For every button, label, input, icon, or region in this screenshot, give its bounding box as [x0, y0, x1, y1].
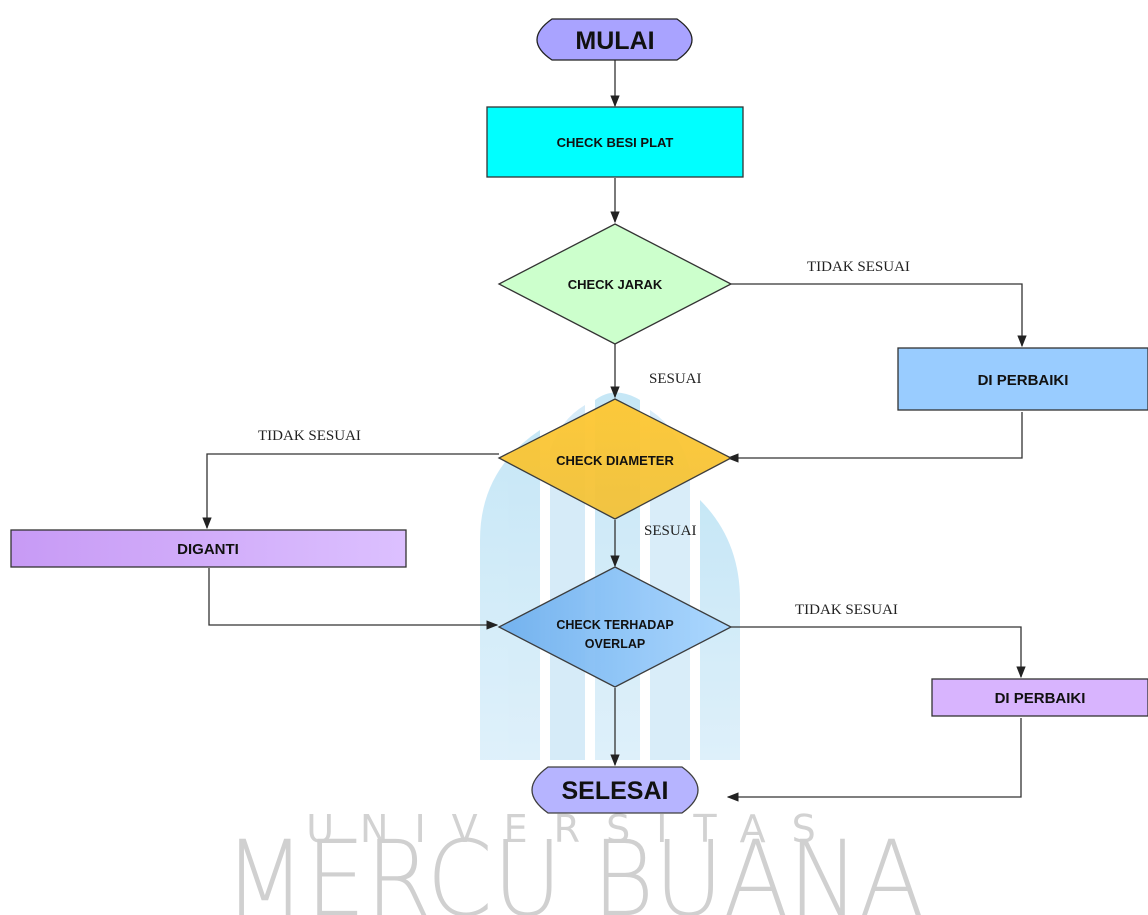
node-diameter-label: CHECK DIAMETER	[556, 453, 674, 468]
node-check-besi-plat: CHECK BESI PLAT	[486, 106, 744, 178]
edge-overlap-to-perbaiki-2	[731, 626, 1026, 679]
node-check-jarak: CHECK JARAK	[497, 223, 733, 345]
edge-diameter-to-diganti	[202, 453, 499, 530]
edge-label-overlap-tidak-sesuai: TIDAK SESUAI	[795, 602, 898, 618]
node-perbaiki-2-label: DI PERBAIKI	[995, 690, 1086, 707]
edge-label-jarak-sesuai: SESUAI	[649, 371, 702, 387]
decision-overlap-shape	[497, 566, 733, 688]
process-perbaiki-1-shape	[897, 347, 1148, 411]
watermark-mercu-buana: MERCU BUANA	[224, 818, 924, 915]
node-check-diameter: CHECK DIAMETER	[497, 398, 733, 520]
node-jarak-label: CHECK JARAK	[568, 277, 663, 292]
edge-diganti-to-overlap	[208, 568, 499, 630]
node-end: SELESAI	[531, 766, 699, 814]
terminator-start-shape	[536, 18, 693, 61]
node-end-label: SELESAI	[562, 777, 669, 805]
edge-perbaiki-2-to-end	[726, 718, 1022, 802]
node-check-overlap: CHECK TERHADAP OVERLAP	[497, 566, 733, 688]
node-diganti: DIGANTI	[10, 529, 407, 568]
decision-jarak-shape	[497, 223, 733, 345]
watermark: UNIVERSITAS MERCU BUANA	[224, 392, 924, 915]
process-diganti-shape	[10, 529, 407, 568]
node-perbaiki-2: DI PERBAIKI	[931, 678, 1148, 717]
edge-labels: TIDAK SESUAI SESUAI TIDAK SESUAI SESUAI …	[258, 259, 910, 618]
node-besi-plat-label: CHECK BESI PLAT	[557, 135, 674, 150]
process-besi-plat-shape	[486, 106, 744, 178]
terminator-end-shape	[531, 766, 699, 814]
node-overlap-label-line1: CHECK TERHADAP	[556, 618, 673, 632]
node-perbaiki-1: DI PERBAIKI	[897, 347, 1148, 411]
node-overlap-label-line2: OVERLAP	[585, 637, 645, 651]
edge-label-diameter-sesuai: SESUAI	[644, 523, 697, 539]
node-perbaiki-1-label: DI PERBAIKI	[978, 372, 1069, 389]
edge-jarak-to-perbaiki-1	[731, 283, 1027, 348]
node-start: MULAI	[536, 18, 693, 61]
connectors	[202, 60, 1027, 802]
process-perbaiki-2-shape	[931, 678, 1148, 717]
edge-perbaiki-1-to-diameter	[726, 412, 1023, 463]
decision-diameter-shape	[497, 398, 733, 520]
node-start-label: MULAI	[575, 27, 654, 55]
watermark-universitas: UNIVERSITAS	[306, 807, 842, 851]
edge-label-diameter-tidak-sesuai: TIDAK SESUAI	[258, 428, 361, 444]
edge-label-jarak-tidak-sesuai: TIDAK SESUAI	[807, 259, 910, 275]
node-diganti-label: DIGANTI	[177, 541, 239, 558]
